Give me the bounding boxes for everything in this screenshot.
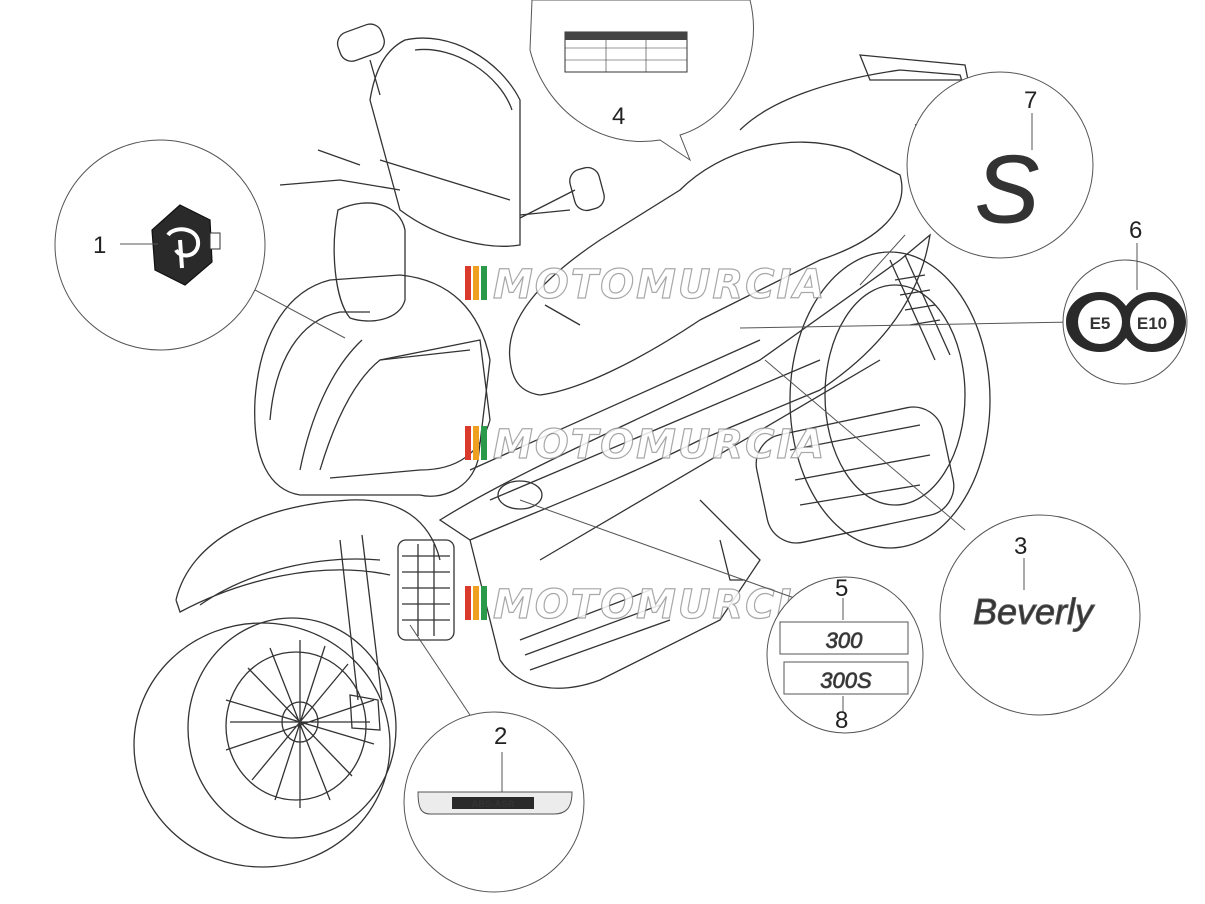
- kickstand: [719, 539, 745, 581]
- right-mirror: [569, 166, 605, 212]
- callout-2: ABS-ASR 2: [403, 624, 585, 893]
- handlebar: [279, 149, 581, 326]
- floorboard-ribs: [519, 589, 671, 671]
- scooter-drawing: [133, 23, 991, 868]
- watermark-top: MOTOMURCIA: [465, 261, 826, 309]
- watermark-bottom: MOTOMURCIA: [465, 581, 825, 629]
- front-tyre: [133, 622, 391, 868]
- callout-1: 1: [54, 139, 346, 351]
- front-fork: [339, 534, 383, 731]
- engine-cover: [755, 406, 955, 544]
- tyre-pressure-label-icon: [564, 31, 688, 73]
- callout-7: S 7: [859, 71, 1094, 286]
- engine-details: [789, 424, 931, 506]
- callout-6: E5 E10 6: [739, 217, 1188, 385]
- side-panel: [438, 233, 931, 541]
- badge-300s: 300S: [820, 668, 872, 693]
- front-shield-inner: [269, 311, 471, 471]
- front-rim: [187, 617, 397, 839]
- front-brake-disc: [225, 651, 367, 801]
- front-spokes: [225, 640, 375, 808]
- left-mirror: [336, 23, 385, 62]
- part-number-3: 3: [1014, 533, 1027, 560]
- front-fender: [175, 499, 441, 613]
- callout-4: 4: [529, 0, 754, 162]
- abs-asr-text: ABS-ASR: [471, 799, 514, 810]
- beverly-script-logo: Beverly: [973, 591, 1095, 632]
- part-number-1: 1: [93, 232, 106, 259]
- callout-5-8: 300 300S 5 8: [519, 499, 924, 734]
- part-number-2: 2: [494, 723, 507, 750]
- floorboard: [469, 499, 761, 689]
- seat: [508, 141, 903, 396]
- part-number-7: 7: [1024, 87, 1037, 114]
- part-number-5: 5: [835, 575, 848, 602]
- part-number-8: 8: [835, 707, 848, 734]
- fuel-cap: [497, 480, 543, 510]
- watermark-middle: MOTOMURCIA: [465, 421, 826, 469]
- fuel-code-e10: E10: [1137, 314, 1167, 333]
- fuel-code-e5: E5: [1090, 314, 1111, 333]
- windscreen-edge: [379, 48, 513, 201]
- grille-slats: [402, 544, 450, 636]
- part-number-4: 4: [612, 103, 625, 130]
- part-number-6: 6: [1129, 217, 1142, 244]
- rear-rack: [859, 54, 969, 81]
- radiator-grille: [397, 539, 455, 641]
- s-script-logo: S: [975, 136, 1039, 243]
- badge-300: 300: [826, 628, 863, 653]
- left-mirror-stem: [369, 59, 381, 96]
- headlight: [333, 202, 406, 322]
- svg-text:MOTOMURCIA: MOTOMURCIA: [493, 422, 826, 468]
- rear-shock: [889, 254, 951, 361]
- callout-3: Beverly 3: [764, 359, 1141, 716]
- svg-text:MOTOMURCIA: MOTOMURCIA: [493, 262, 826, 308]
- windscreen: [369, 37, 521, 247]
- side-panel-lines: [469, 339, 881, 561]
- front-shield: [254, 274, 491, 497]
- right-mirror-stem: [519, 189, 576, 219]
- rear-rim: [824, 284, 966, 506]
